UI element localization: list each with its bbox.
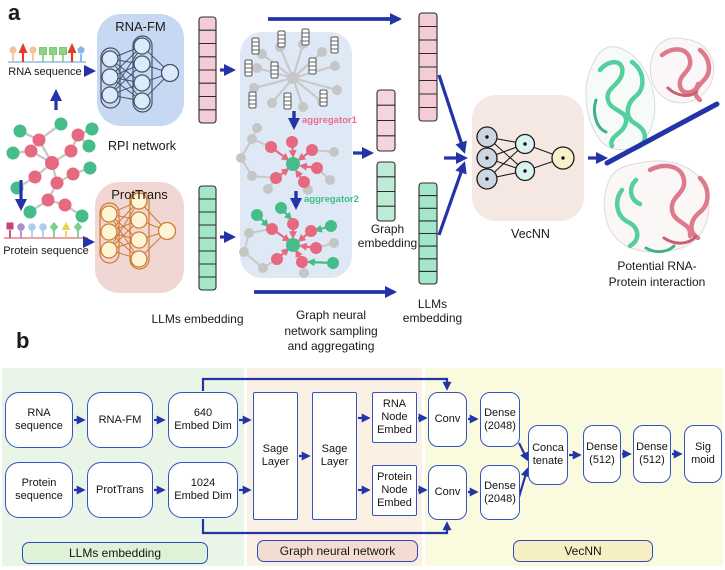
prottrans-label: ProtTrans bbox=[111, 187, 168, 202]
aggregated-graph-2 bbox=[239, 202, 339, 278]
prottrans-box bbox=[95, 182, 184, 293]
b-box-dense-2048-rna: Dense(2048) bbox=[480, 392, 520, 447]
result-caption: Potential RNA- Protein interaction bbox=[608, 259, 706, 289]
panel-a-flow-arrows bbox=[15, 13, 608, 298]
b-box-dense-512-a: Dense(512) bbox=[583, 425, 621, 483]
aggregator1-label: aggregator1 bbox=[302, 115, 357, 126]
rna-embedding-column bbox=[198, 16, 217, 124]
section-label-graph-neural-network: Graph neural network bbox=[257, 540, 418, 562]
aggregator2-label: aggregator2 bbox=[304, 194, 359, 205]
protein-sequence-label: Protein sequence bbox=[3, 245, 89, 257]
panel-a-letter: a bbox=[8, 0, 21, 25]
panel-b-letter: b bbox=[16, 328, 30, 353]
b-box-rna-fm: RNA-FM bbox=[87, 392, 153, 448]
panel-b-flow-arrows bbox=[74, 377, 683, 535]
section-label-vecnn: VecNN bbox=[513, 540, 653, 562]
rna-fm-box bbox=[97, 14, 184, 126]
graph-sampling-panel bbox=[236, 28, 352, 278]
vecnn-box bbox=[472, 95, 584, 221]
b-box-conv-rna: Conv bbox=[428, 392, 467, 447]
protein-structure-green bbox=[585, 46, 656, 151]
rna-skip-connection bbox=[201, 377, 452, 391]
b-box-dense-512-b: Dense(512) bbox=[633, 425, 671, 483]
b-box-prottrans: ProtTrans bbox=[87, 462, 153, 518]
graph-embedding-columns bbox=[376, 89, 396, 222]
llms-embedding-label-left: LLMs embedding bbox=[151, 312, 244, 326]
sampled-graph bbox=[244, 28, 342, 112]
protein-sequence-icons bbox=[4, 222, 88, 239]
rna-sequence-label: RNA sequence bbox=[8, 66, 82, 78]
rna-protein-complex-structure bbox=[603, 160, 710, 254]
protein-skip-connection bbox=[201, 519, 452, 535]
graph-embedding-label: Graph embedding bbox=[357, 222, 418, 251]
rpi-network-label: RPI network bbox=[107, 139, 177, 153]
separator-line bbox=[604, 101, 720, 166]
section-label-llms-embedding: LLMs embedding bbox=[22, 542, 208, 564]
gnn-caption: Graph neural network sampling and aggreg… bbox=[284, 308, 378, 354]
rna-fm-label: RNA-FM bbox=[115, 19, 166, 34]
protein-embedding-column bbox=[198, 185, 217, 291]
aggregated-graph-1 bbox=[236, 123, 339, 195]
llms-embedding-label-right: LLMs embedding bbox=[402, 297, 463, 326]
vecnn-label: VecNN bbox=[511, 227, 550, 241]
rna-structure-pink bbox=[650, 37, 715, 104]
b-box-conv-protein: Conv bbox=[428, 465, 467, 520]
rna-sequence-icons bbox=[8, 43, 86, 63]
b-box-dense-2048-protein: Dense(2048) bbox=[480, 465, 520, 520]
llms-embedding-columns bbox=[418, 12, 438, 285]
